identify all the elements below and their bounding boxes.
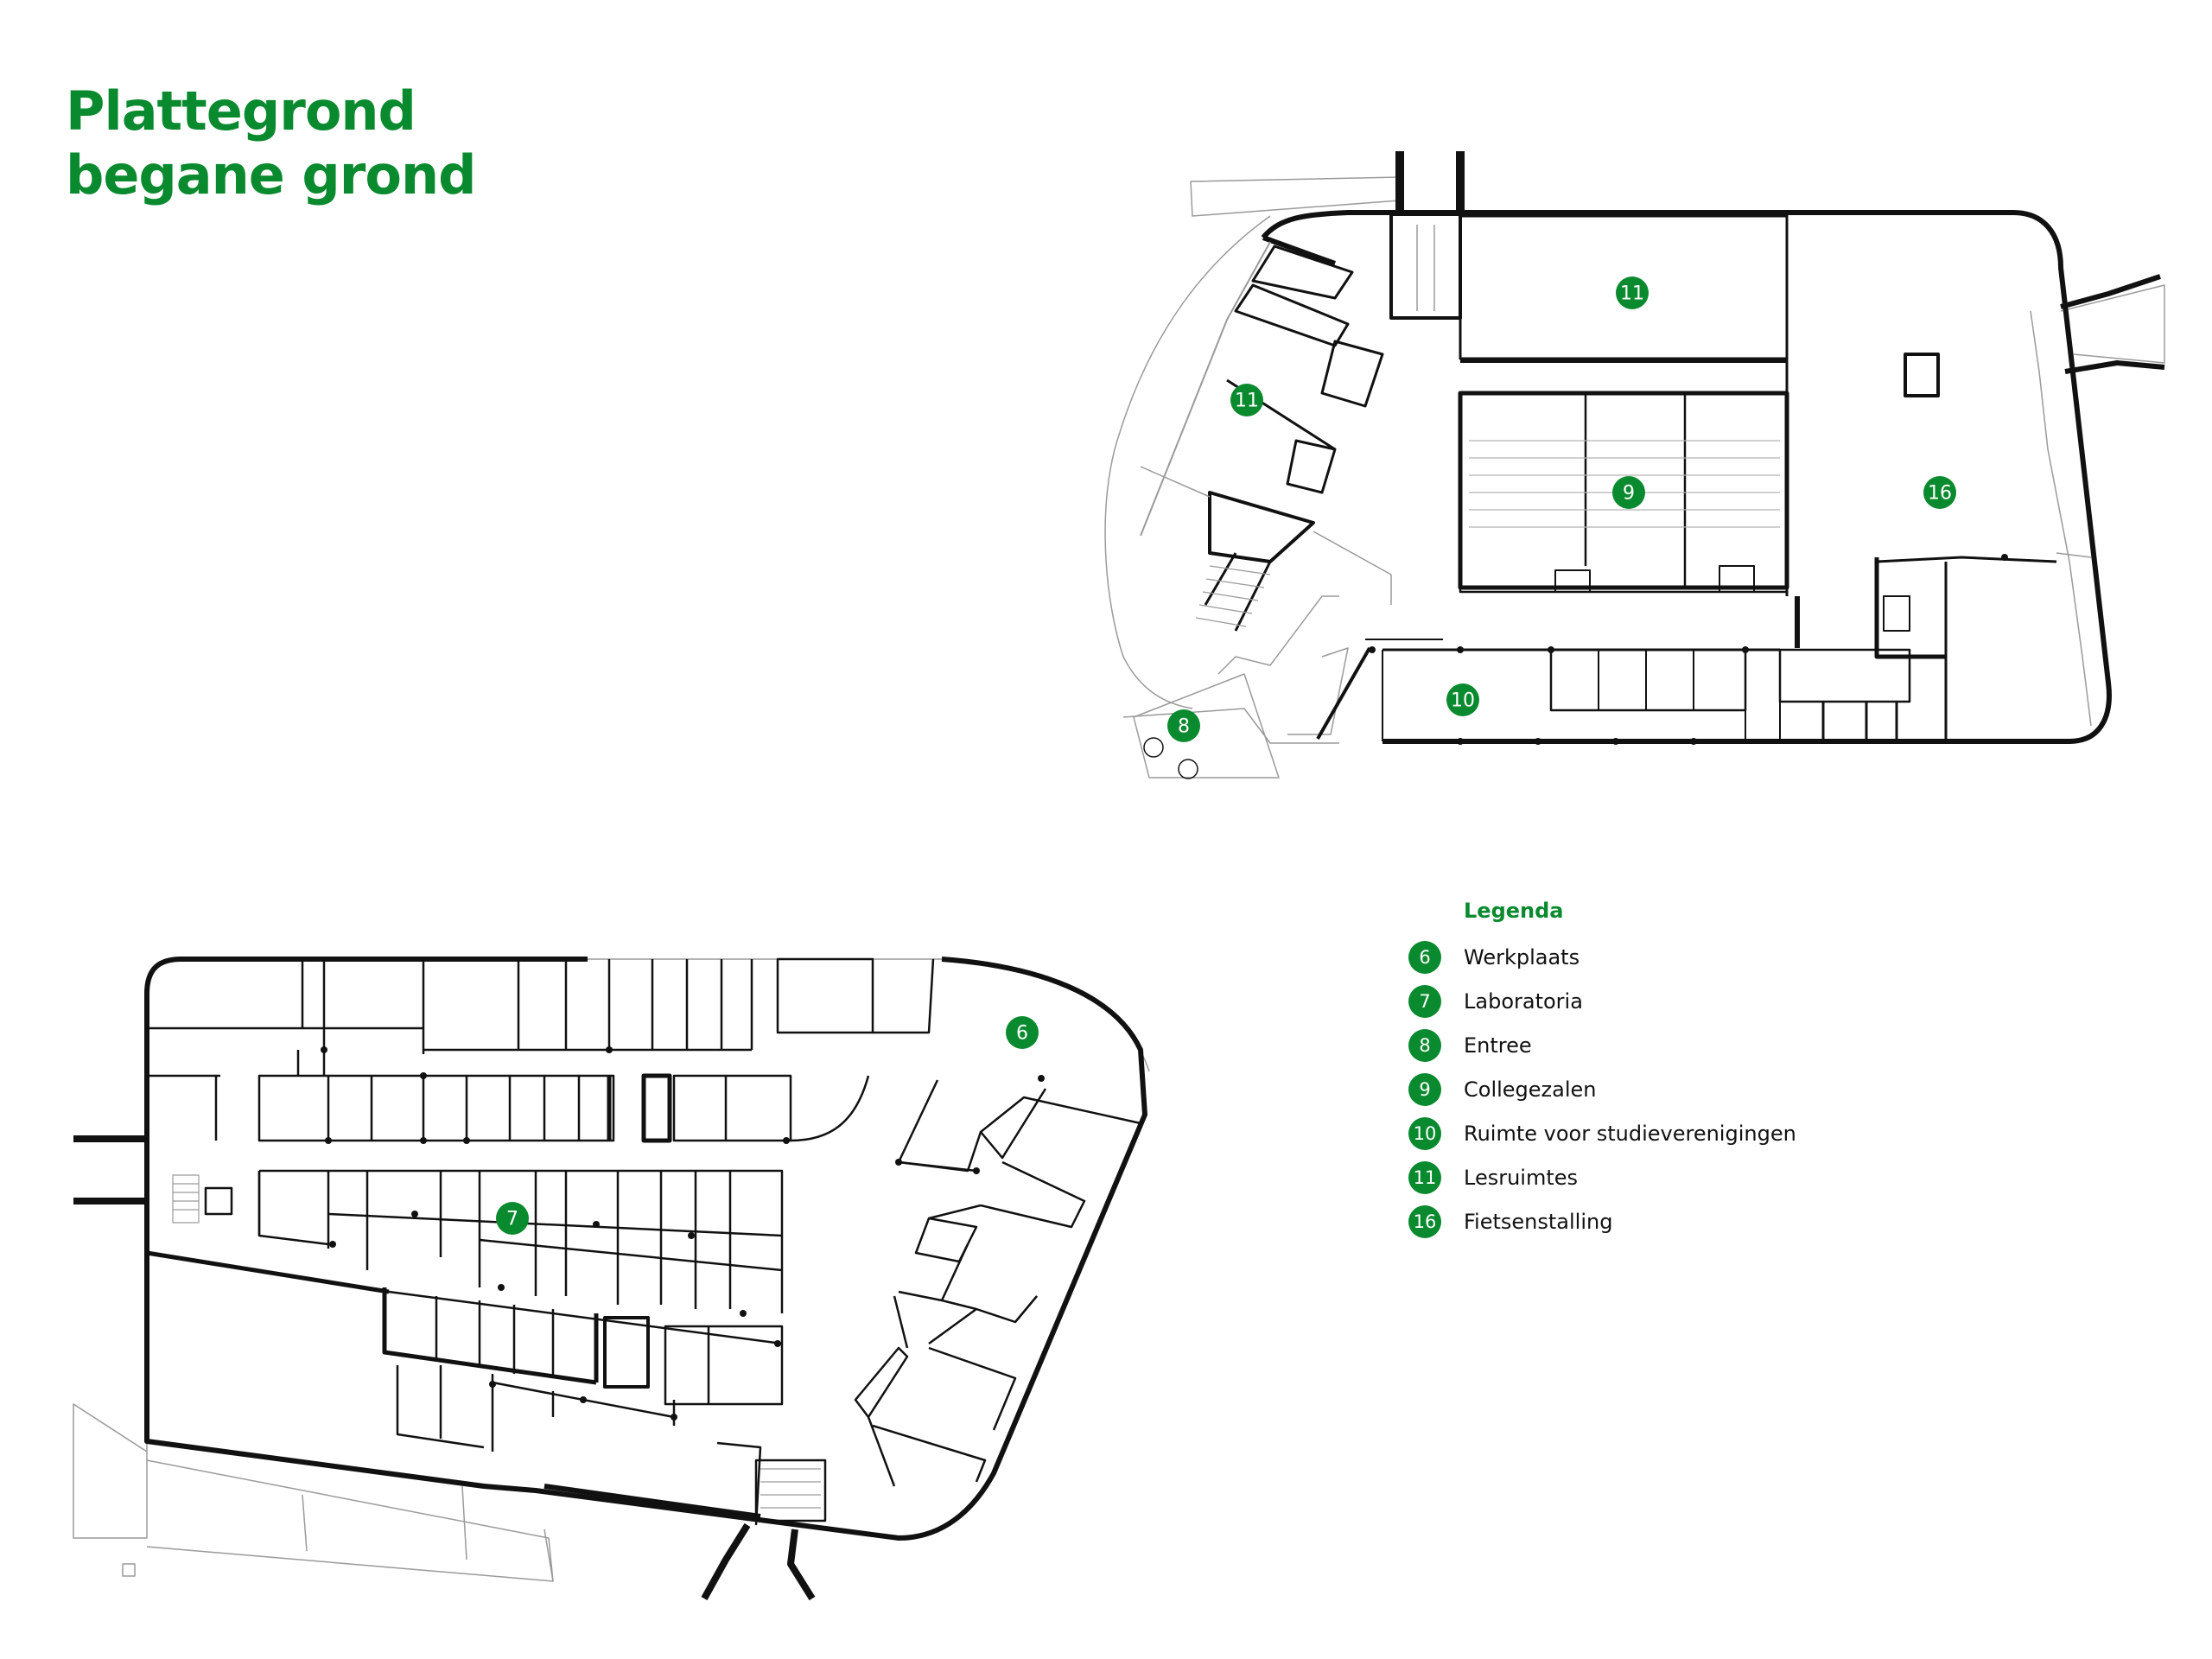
marker-11-top[interactable]: 11: [1616, 276, 1649, 309]
legend-badge: 16: [1408, 1205, 1441, 1238]
legend: Legenda 6 Werkplaats 7 Laboratoria 8 Ent…: [1408, 899, 1796, 1243]
legend-badge: 6: [1408, 940, 1441, 974]
legend-badge: 9: [1408, 1072, 1441, 1106]
legend-item-fietsenstalling: 16 Fietsenstalling: [1408, 1199, 1796, 1243]
legend-label: Ruimte voor studieverenigingen: [1464, 1121, 1796, 1146]
bottom-building: [73, 957, 1150, 1601]
legend-badge: 8: [1408, 1028, 1441, 1062]
svg-text:16: 16: [1928, 483, 1952, 505]
page-title: Plattegrond begane grond: [66, 79, 476, 207]
top-outer-wall: [1261, 210, 2112, 744]
svg-text:8: 8: [1178, 716, 1190, 738]
legend-item-laboratoria: 7 Laboratoria: [1408, 979, 1796, 1023]
legend-item-collegezalen: 9 Collegezalen: [1408, 1067, 1796, 1111]
svg-text:7: 7: [506, 1209, 518, 1230]
marker-16[interactable]: 16: [1923, 476, 1956, 509]
title-line-2: begane grond: [66, 143, 476, 207]
svg-text:11: 11: [1235, 391, 1259, 412]
legend-label: Entree: [1464, 1033, 1532, 1058]
bottom-outer-wall: [144, 957, 1147, 1541]
svg-text:10: 10: [1451, 690, 1475, 712]
legend-label: Lesruimtes: [1464, 1165, 1579, 1190]
marker-10[interactable]: 10: [1446, 683, 1479, 716]
legend-badge: 10: [1408, 1116, 1441, 1150]
svg-text:11: 11: [1620, 283, 1644, 305]
bottom-stair-lines: [172, 1174, 200, 1224]
legend-title: Legenda: [1464, 899, 1564, 923]
legend-badge: 11: [1408, 1160, 1441, 1194]
marker-9[interactable]: 9: [1612, 476, 1645, 509]
svg-text:6: 6: [1016, 1023, 1028, 1045]
legend-item-lesruimtes: 11 Lesruimtes: [1408, 1155, 1796, 1199]
top-site-lines: [1104, 176, 2165, 779]
legend-label: Laboratoria: [1464, 988, 1583, 1014]
svg-text:9: 9: [1623, 483, 1635, 505]
marker-11-left[interactable]: 11: [1230, 384, 1263, 416]
marker-8[interactable]: 8: [1167, 709, 1200, 742]
top-building: [1104, 151, 2165, 779]
legend-item-entree: 8 Entree: [1408, 1023, 1796, 1067]
marker-6[interactable]: 6: [1006, 1016, 1039, 1049]
legend-item-werkplaats: 6 Werkplaats: [1408, 935, 1796, 979]
legend-label: Fietsenstalling: [1464, 1209, 1613, 1234]
title-line-1: Plattegrond: [66, 79, 416, 143]
top-stair-lines: [1195, 565, 1271, 627]
legend-label: Werkplaats: [1464, 944, 1580, 969]
legend-item-studieverenigingen: 10 Ruimte voor studieverenigingen: [1408, 1111, 1796, 1155]
legend-badge: 7: [1408, 984, 1441, 1018]
legend-label: Collegezalen: [1464, 1077, 1597, 1102]
marker-7[interactable]: 7: [496, 1202, 529, 1235]
